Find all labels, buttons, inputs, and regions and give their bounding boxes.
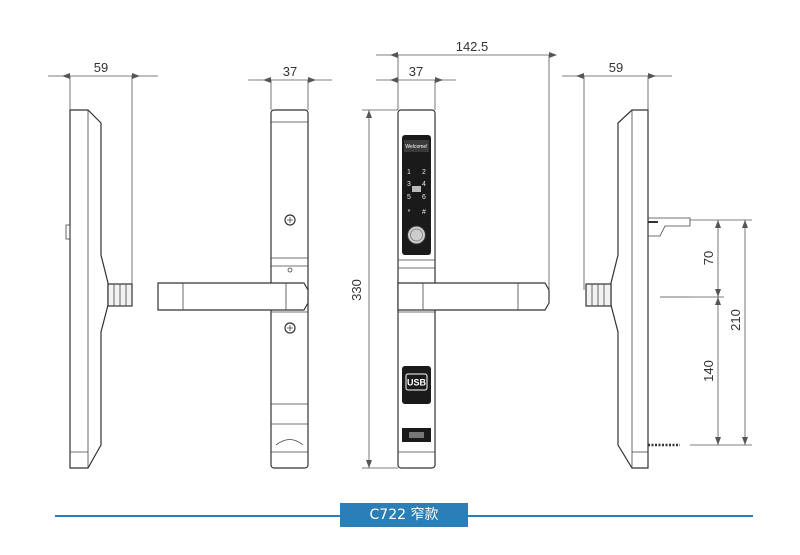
front-view-keypad: 142.5 37 330 Welcome! 1 2 3 4 5 6 * # — [349, 39, 557, 469]
usb-label: USB — [407, 378, 427, 388]
footer-line-right — [468, 515, 753, 517]
fingerprint-sensor — [412, 186, 421, 192]
dim-upper-spacing: 70 — [701, 251, 716, 265]
dim-height: 330 — [349, 279, 364, 301]
key-3: 3 — [407, 181, 411, 188]
dim-mount-spacing: 210 — [728, 309, 743, 331]
side-view-right: 59 70 140 210 — [562, 60, 752, 469]
usb-port-panel — [402, 366, 431, 404]
key-6: 6 — [422, 194, 426, 201]
key-1: 1 — [407, 169, 411, 176]
side-view-left: 59 — [48, 60, 158, 469]
screen-text: Welcome! — [405, 144, 427, 150]
dim-side-right-width: 59 — [609, 60, 623, 75]
key-2: 2 — [422, 169, 426, 176]
dim-side-left-width: 59 — [94, 60, 108, 75]
dim-total-length: 142.5 — [456, 39, 489, 54]
keypad-panel — [402, 135, 431, 255]
key-4: 4 — [422, 181, 426, 188]
key-hash: # — [422, 209, 426, 216]
screen — [404, 140, 429, 152]
keypad-keys: 1 2 3 4 5 6 * # — [407, 169, 426, 216]
dim-lower-spacing: 140 — [701, 360, 716, 382]
dim-front-width: 37 — [283, 64, 297, 79]
key-star: * — [408, 209, 411, 216]
dim-keypad-width: 37 — [409, 64, 423, 79]
key-5: 5 — [407, 194, 411, 201]
footer-line-left — [55, 515, 340, 517]
model-label: C722 窄款 — [340, 503, 468, 527]
front-view-inner: 37 — [157, 64, 332, 469]
